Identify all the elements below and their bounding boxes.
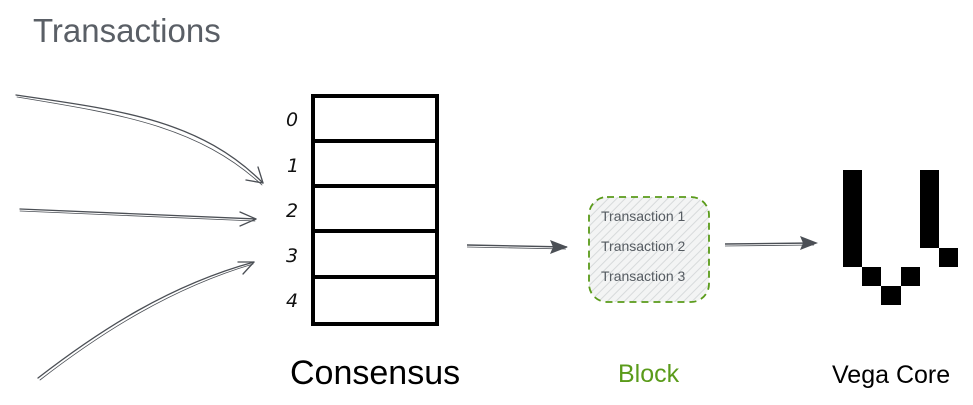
block-transaction-item: Transaction 3 [601,268,686,284]
incoming-arrow-top [15,94,264,184]
slot-number: 3 [286,245,299,267]
consensus-slot-0 [311,94,439,143]
consensus-slot-1 [311,139,439,188]
slot-number: 1 [287,155,300,177]
incoming-arrows [15,94,264,381]
block-box [588,196,710,303]
consensus-label: Consensus [290,354,461,392]
incoming-arrow-middle [19,208,257,220]
slot-number: 2 [286,200,299,222]
consensus-stack [311,94,439,326]
block-to-core-arrow [724,242,816,247]
arrow-head-icon [800,236,818,250]
vega-logo-icon [843,170,958,305]
consensus-slot-3 [311,229,439,279]
slot-number: 0 [286,109,299,131]
block-label: Block [618,360,680,388]
block-transaction-item: Transaction 1 [601,208,686,224]
incoming-arrow-bottom [37,261,255,379]
consensus-to-block-arrow [466,244,568,250]
vega-core-label: Vega Core [832,361,951,389]
consensus-slot-2 [311,184,439,233]
page-title: Transactions [33,12,221,49]
arrow-head-icon [550,240,568,254]
block-transaction-item: Transaction 2 [601,238,686,254]
consensus-slot-4 [311,275,439,326]
slot-number: 4 [286,290,299,312]
